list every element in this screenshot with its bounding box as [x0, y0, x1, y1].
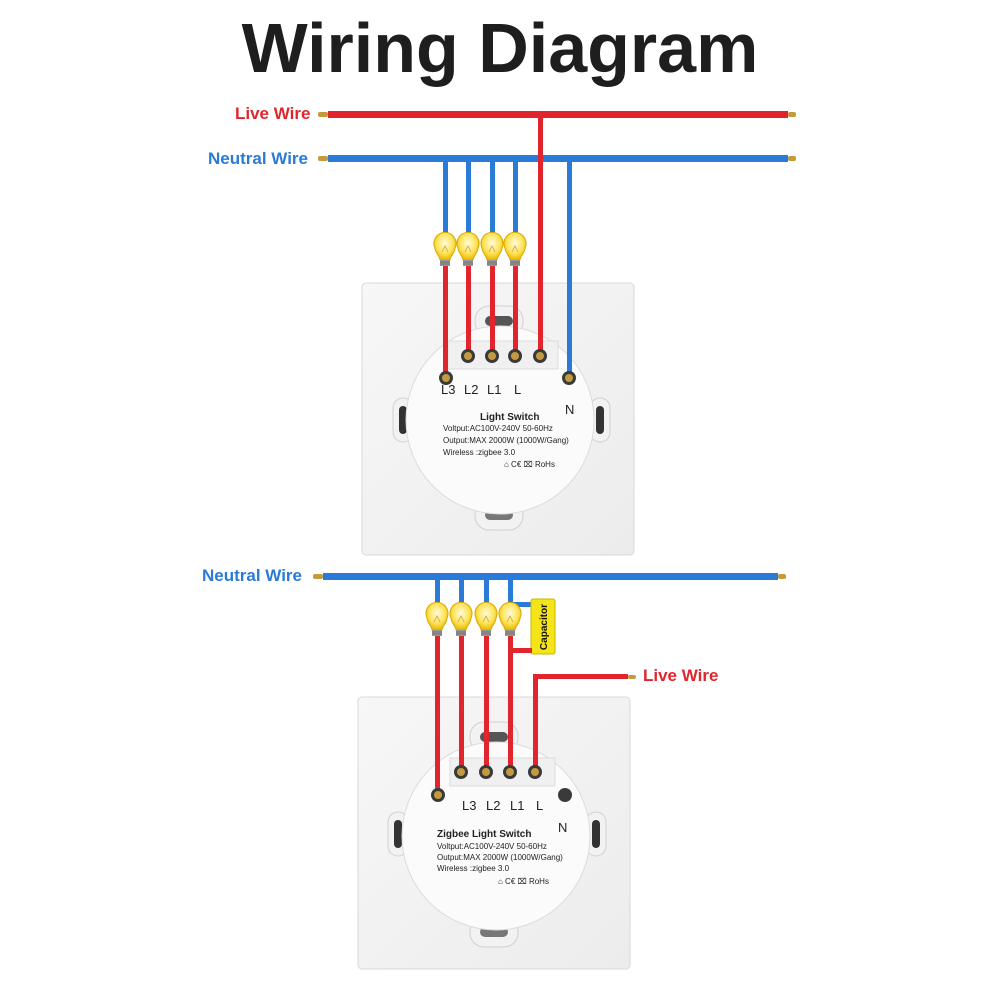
top-terminal-labels: L3 L2 L1 L N — [441, 382, 574, 417]
terminal-label: L3 — [441, 382, 455, 397]
terminal-label: N — [558, 820, 567, 835]
bottom-neutral-wire — [323, 573, 778, 580]
top-bulbs — [433, 231, 527, 267]
terminal-label: L — [514, 382, 521, 397]
bottom-switch-voltage: Voltput:AC100V-240V 50-60Hz — [437, 842, 547, 851]
bottom-load-wires — [435, 636, 513, 796]
bottom-switch-name: Zigbee Light Switch — [437, 829, 531, 840]
top-live-wire-tip-right — [788, 112, 796, 117]
bulb-icon — [449, 601, 473, 637]
bottom-switch-module — [401, 741, 591, 931]
bulb-icon — [425, 601, 449, 637]
top-switch-name: Light Switch — [480, 412, 539, 423]
top-diagram: L3 L2 L1 L N Light Switch Voltput:AC100V… — [318, 111, 796, 556]
top-neutral-drops — [443, 162, 572, 380]
bottom-live-to-L — [533, 674, 538, 774]
top-switch-voltage: Voltput:AC100V-240V 50-60Hz — [443, 424, 553, 433]
top-neutral-wire-tip-right — [788, 156, 796, 161]
terminal-label: L2 — [464, 382, 478, 397]
top-neutral-wire — [328, 155, 788, 162]
bottom-live-wire-label: Live Wire — [643, 666, 719, 685]
terminal-label: L2 — [486, 798, 500, 813]
top-live-to-L — [538, 118, 543, 358]
top-load-wires — [443, 266, 518, 380]
page-title: Wiring Diagram — [241, 9, 759, 87]
bottom-neutral-drops — [435, 580, 532, 612]
top-neutral-to-N — [567, 162, 572, 380]
terminal-label: L1 — [510, 798, 524, 813]
top-neutral-wire-label: Neutral Wire — [208, 149, 308, 168]
capacitor-label: Capacitor — [539, 604, 550, 650]
bottom-switch-certs: ⌂ C€ ⌧ RoHs — [498, 877, 549, 886]
terminal-label: L — [536, 798, 543, 813]
bottom-live-wire — [533, 674, 628, 679]
bulb-icon — [498, 601, 522, 637]
top-live-wire-label: Live Wire — [235, 104, 311, 123]
bottom-terminal-labels: L3 L2 L1 L N — [462, 798, 567, 835]
top-live-wire — [328, 111, 788, 118]
top-neutral-wire-tip-left — [318, 156, 328, 161]
bottom-switch-wireless: Wireless :zigbee 3.0 — [437, 864, 510, 873]
bulb-icon — [474, 601, 498, 637]
capacitor-body — [530, 598, 556, 655]
bulb-icon — [433, 231, 457, 267]
bulb-icon — [480, 231, 504, 267]
bottom-diagram: Capacitor L3 L2 L1 L N — [313, 573, 786, 970]
bottom-bulbs — [425, 601, 522, 637]
bottom-switch-output: Output:MAX 2000W (1000W/Gang) — [437, 853, 563, 862]
top-switch-wireless: Wireless :zigbee 3.0 — [443, 448, 516, 457]
top-switch-output: Output:MAX 2000W (1000W/Gang) — [443, 436, 569, 445]
top-switch-certs: ⌂ C€ ⌧ RoHs — [504, 460, 555, 469]
terminal-label: L1 — [487, 382, 501, 397]
top-switch-module — [405, 325, 595, 515]
bulb-icon — [456, 231, 480, 267]
terminal-label: N — [565, 402, 574, 417]
bottom-neutral-wire-label: Neutral Wire — [202, 566, 302, 585]
terminal-label: L3 — [462, 798, 476, 813]
bulb-icon — [503, 231, 527, 267]
top-live-wire-tip-left — [318, 112, 328, 117]
capacitor: Capacitor — [530, 598, 556, 655]
